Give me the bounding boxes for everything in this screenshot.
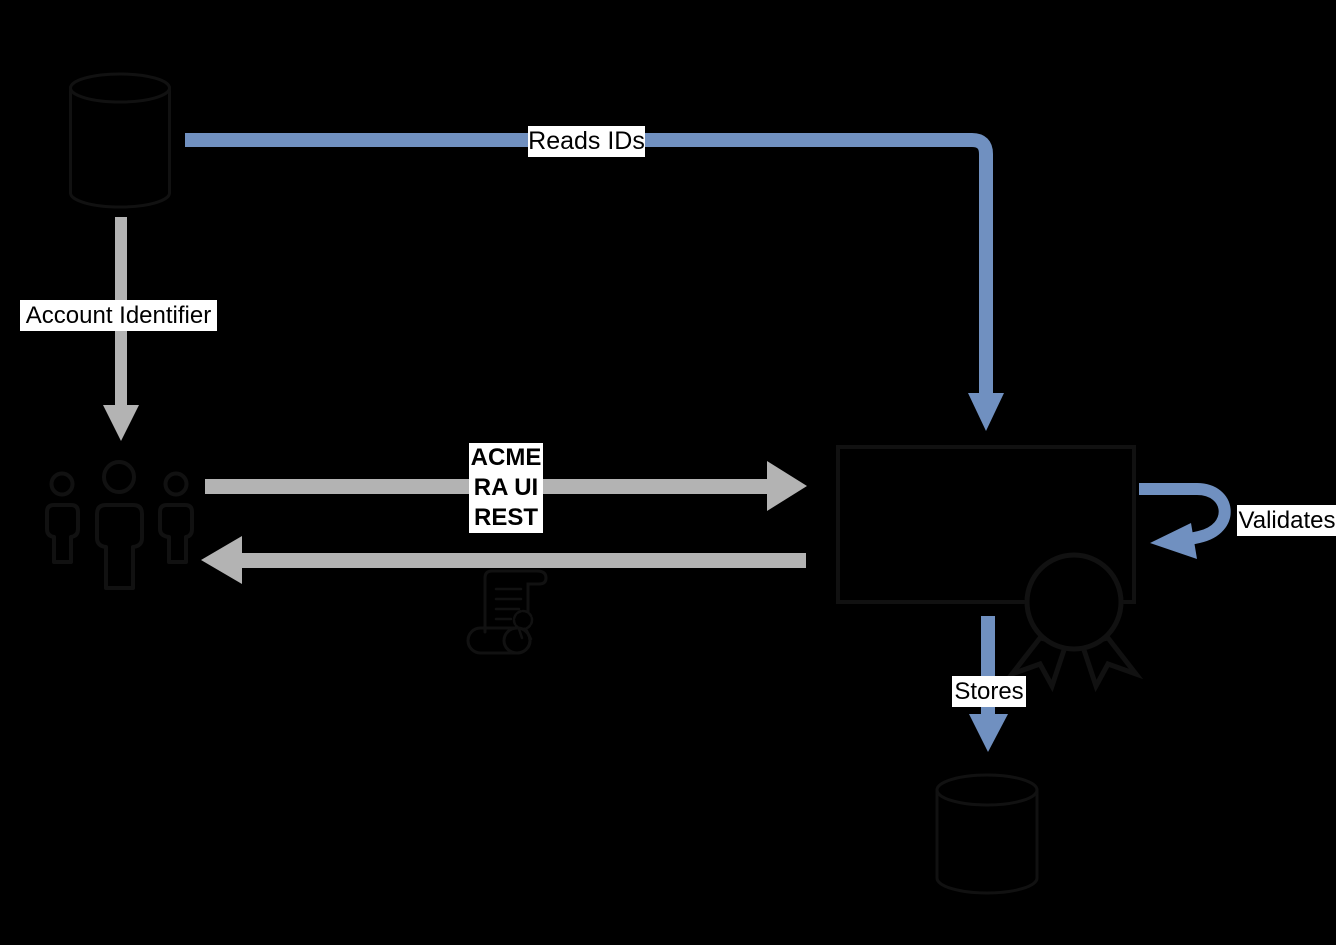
acme-protocol-label: ACME RA UI REST: [469, 443, 543, 533]
acme-response-arrow: [201, 536, 806, 584]
reads-ids-arrow: [185, 133, 1004, 431]
source-database-icon: [69, 72, 171, 209]
acme-protocol-line3: REST: [473, 504, 538, 531]
account-identifier-label: Account Identifier: [20, 300, 217, 331]
stores-label: Stores: [952, 676, 1026, 707]
certificate-scroll-icon: [466, 569, 548, 655]
storage-database-icon: [935, 773, 1039, 895]
acme-protocol-line1: ACME: [470, 444, 542, 471]
users-icon: [45, 460, 194, 590]
validates-label: Validates: [1237, 505, 1336, 536]
reads-ids-label: Reads IDs: [528, 126, 645, 157]
acme-protocol-line2: RA UI: [473, 474, 539, 501]
award-badge-icon: [1004, 552, 1144, 693]
validates-loop-arrow: [1139, 483, 1231, 559]
